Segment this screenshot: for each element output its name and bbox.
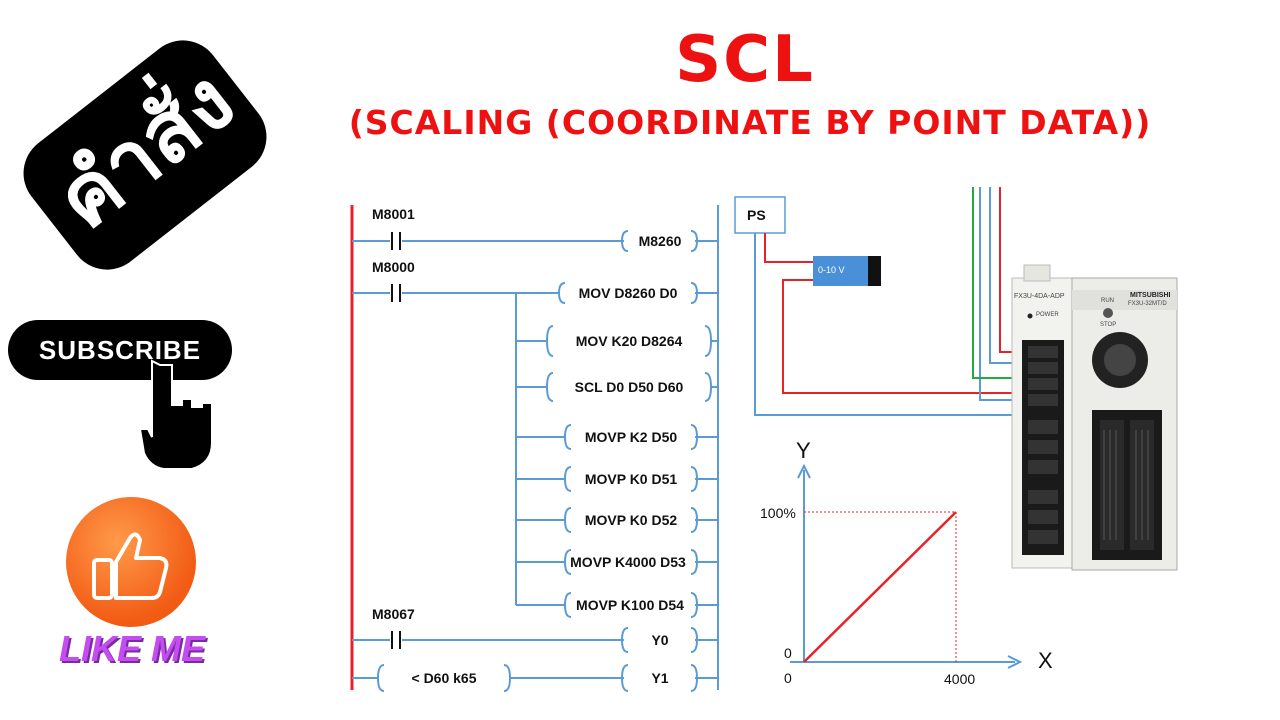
adapter-model: FX3U-4DA-ADP bbox=[1014, 293, 1065, 300]
contact-label: M8067 bbox=[372, 606, 415, 622]
x-zero-tick: 0 bbox=[784, 670, 792, 686]
instruction-box: MOVP K2 D50 bbox=[584, 429, 678, 445]
compare-instruction: < D60 k65 bbox=[411, 670, 477, 686]
instruction-coil: M8260 bbox=[638, 233, 682, 249]
stop-label: STOP bbox=[1100, 322, 1117, 328]
instruction-box: MOV K20 D8264 bbox=[575, 333, 683, 349]
instruction-coil: Y1 bbox=[651, 670, 669, 686]
run-label: RUN bbox=[1101, 298, 1114, 304]
page-title: SCL bbox=[675, 23, 815, 97]
contact-label: M8000 bbox=[372, 259, 415, 275]
y-zero-tick: 0 bbox=[784, 645, 792, 661]
x-max-tick: 4000 bbox=[944, 671, 976, 687]
instruction-coil: Y0 bbox=[651, 632, 669, 648]
instruction-box: MOV D8260 D0 bbox=[578, 285, 678, 301]
plc-brand: MITSUBISHI bbox=[1130, 292, 1171, 299]
contact-label: M8001 bbox=[372, 206, 415, 222]
instruction-box: MOVP K4000 D53 bbox=[570, 554, 686, 570]
plc-model: FX3U-32MT/D bbox=[1128, 301, 1167, 307]
power-supply-label: PS bbox=[747, 207, 766, 223]
page-subtitle: (SCALING (COORDINATE BY POINT DATA)) bbox=[348, 103, 1152, 142]
instruction-box: MOVP K0 D52 bbox=[584, 512, 678, 528]
y-axis-label: Y bbox=[796, 438, 811, 463]
power-label: POWER bbox=[1036, 312, 1059, 318]
instruction-box: MOVP K100 D54 bbox=[576, 597, 684, 613]
sensor-label: 0-10 V bbox=[818, 265, 845, 275]
instruction-box: MOVP K0 D51 bbox=[584, 471, 678, 487]
instruction-box: SCL D0 D50 D60 bbox=[574, 379, 684, 395]
like-label: LIKE ME bbox=[58, 628, 205, 669]
y-max-tick: 100% bbox=[760, 505, 796, 521]
x-axis-label: X bbox=[1038, 648, 1053, 673]
